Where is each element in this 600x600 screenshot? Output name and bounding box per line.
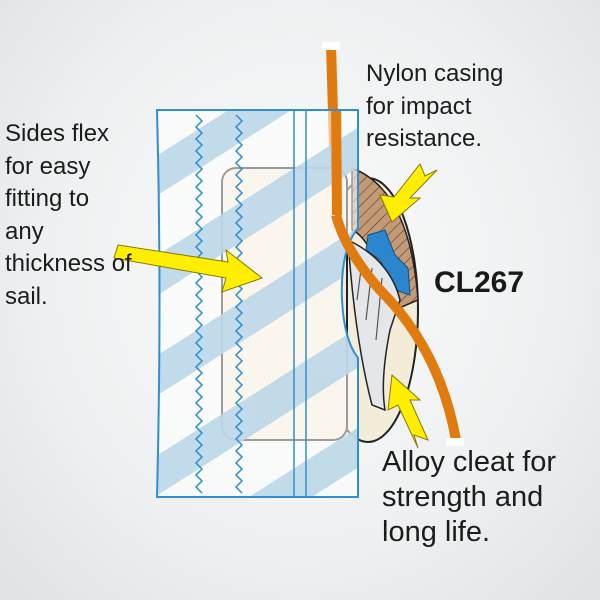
sail — [157, 110, 358, 497]
label-line: for easy — [5, 152, 91, 180]
label-line: for impact — [366, 92, 472, 120]
label-line: any — [5, 217, 44, 245]
label-line: resistance. — [366, 125, 483, 152]
label-line: Alloy cleat for — [382, 446, 557, 478]
label-line: fitting to — [5, 185, 90, 212]
label-line: sail. — [5, 282, 48, 310]
arrow-alloy-icon — [387, 373, 429, 449]
label-line: strength and — [382, 481, 544, 513]
model-number: CL267 — [434, 266, 525, 299]
label-line: thickness of — [5, 250, 132, 277]
arrow-sides-icon — [113, 244, 264, 293]
label-line: Nylon casing — [366, 60, 504, 87]
alloy-cleat — [347, 238, 401, 412]
label-nylon-casing: Nylon casing for impact resistance. — [366, 58, 503, 156]
stitch-1 — [194, 114, 204, 494]
label-sides-flex: Sides flex for easy fitting to any thick… — [5, 118, 132, 313]
stitch-2 — [234, 114, 244, 494]
arrow-nylon-icon — [379, 163, 438, 223]
label-line: long life. — [382, 516, 491, 548]
rope — [331, 213, 461, 441]
label-line: Sides flex — [5, 120, 110, 147]
label-alloy-cleat: Alloy cleat for strength and long life. — [382, 445, 556, 550]
